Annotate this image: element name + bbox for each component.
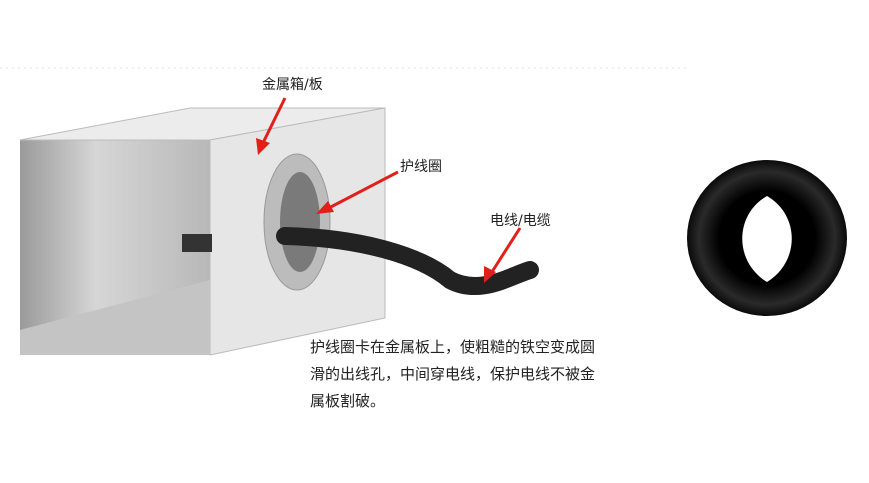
caption-line: 护线圈卡在金属板上，使粗糙的铁空变成圆 xyxy=(310,338,596,356)
cable xyxy=(276,227,539,296)
caption-line: 滑的出线孔，中间穿电线，保护电线不被金 xyxy=(310,365,596,383)
arrows xyxy=(256,97,522,283)
black-rubber-grommet xyxy=(687,160,847,316)
caption: 护线圈卡在金属板上，使粗糙的铁空变成圆 滑的出线孔，中间穿电线，保护电线不被金 … xyxy=(310,334,640,415)
arrow-grommet xyxy=(316,201,334,214)
label-cable: 电线/电缆 xyxy=(490,213,551,229)
arrow-cable xyxy=(484,266,496,283)
grommet-in-panel xyxy=(263,153,331,291)
arrow-box xyxy=(256,138,270,155)
label-grommet: 护线圈 xyxy=(400,159,442,175)
label-metal-box: 金属箱/板 xyxy=(262,77,323,93)
caption-line: 属板割破。 xyxy=(310,392,386,410)
